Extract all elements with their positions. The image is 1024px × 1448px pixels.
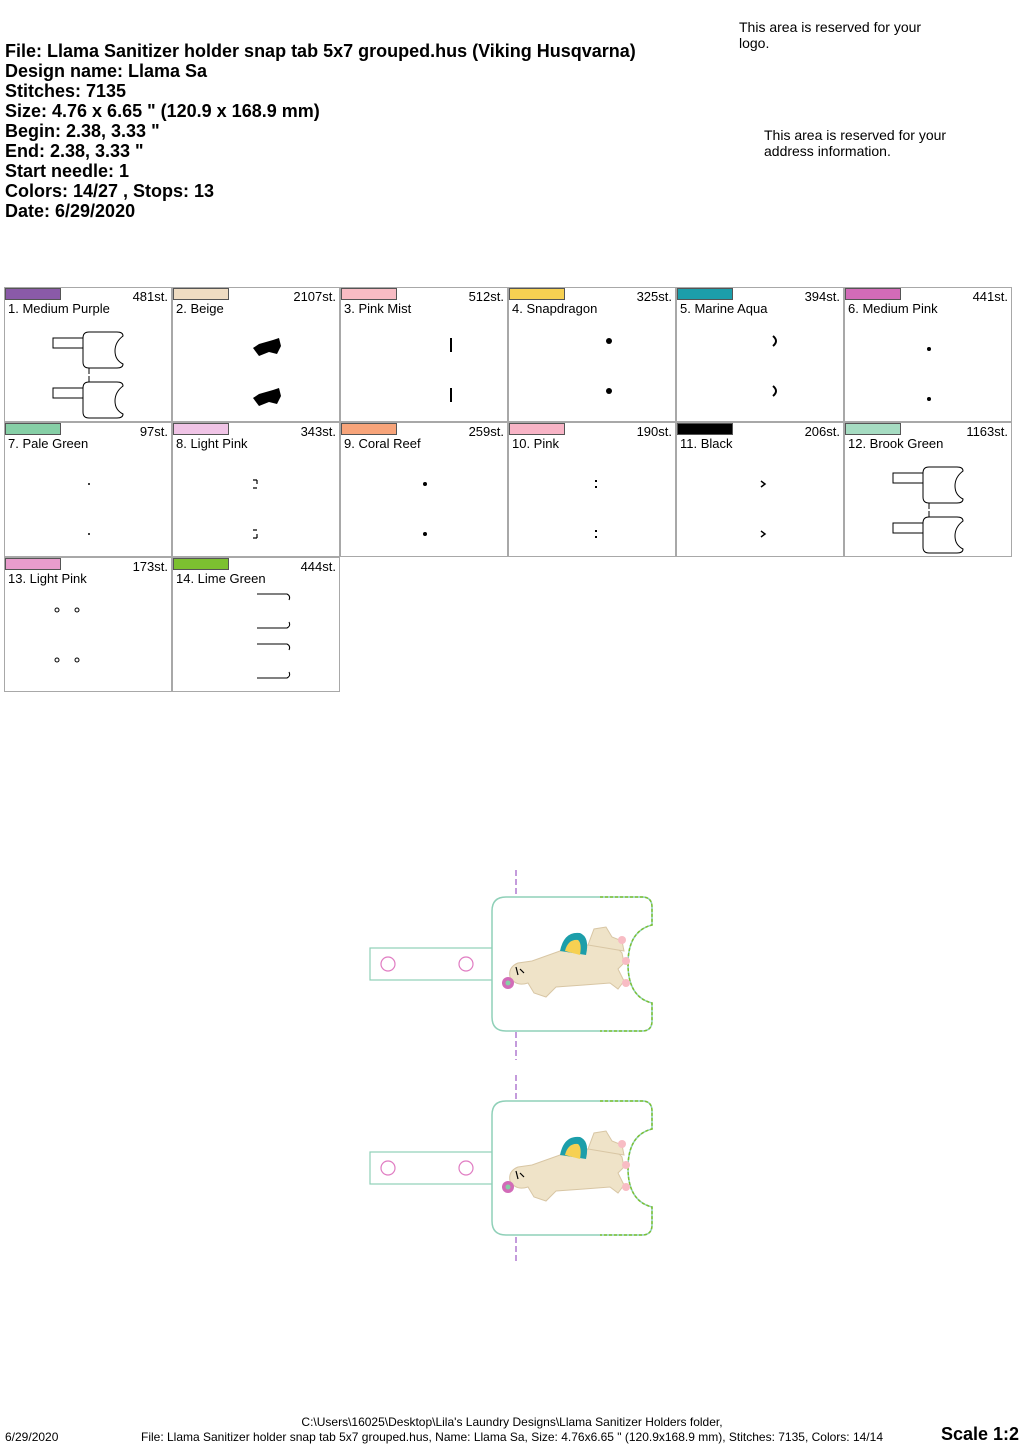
- stitch-count: 444st.: [300, 559, 336, 574]
- stitch-count: 441st.: [972, 289, 1008, 304]
- color-cell: 481st. 1. Medium Purple: [4, 287, 172, 422]
- color-swatch: [677, 423, 733, 435]
- color-thumbnail: [595, 480, 597, 538]
- llama-embroidery: [502, 926, 630, 998]
- color-thumbnail: [772, 335, 777, 397]
- color-swatch: [509, 288, 565, 300]
- color-swatch: [5, 288, 61, 300]
- color-swatch: [173, 288, 229, 300]
- color-cell: 259st. 9. Coral Reef: [340, 422, 508, 557]
- color-swatch: [845, 288, 901, 300]
- color-thumbnail: [253, 338, 281, 406]
- color-cell: 2107st. 2. Beige: [172, 287, 340, 422]
- color-thumbnail: [423, 482, 427, 536]
- color-cell: 394st. 5. Marine Aqua: [676, 287, 844, 422]
- color-stops: Colors: 14/27 , Stops: 13: [5, 181, 215, 201]
- stitch-count: 1163st.: [966, 424, 1008, 439]
- stitch-count: 325st.: [636, 289, 672, 304]
- color-swatch: [5, 558, 61, 570]
- stitch-count: 259st.: [468, 424, 504, 439]
- color-swatch: [5, 423, 61, 435]
- color-thumbnail: [253, 479, 258, 539]
- color-name: 2. Beige: [176, 301, 224, 316]
- file-line: File: Llama Sanitizer holder snap tab 5x…: [5, 41, 636, 61]
- color-swatch: [341, 423, 397, 435]
- stitch-count: 512st.: [468, 289, 504, 304]
- color-name: 8. Light Pink: [176, 436, 248, 451]
- color-thumbnail: [450, 338, 452, 402]
- color-name: 11. Black: [680, 436, 733, 451]
- stitch-count: 394st.: [804, 289, 840, 304]
- stitch-count: 173st.: [132, 559, 168, 574]
- stitch-count: 481st.: [132, 289, 168, 304]
- color-cell: 173st. 13. Light Pink: [4, 557, 172, 692]
- logo-placeholder: This area is reserved for your logo.: [739, 19, 922, 51]
- color-cell: 343st. 8. Light Pink: [172, 422, 340, 557]
- color-name: 6. Medium Pink: [848, 301, 938, 316]
- color-cell: 441st. 6. Medium Pink: [844, 287, 1012, 422]
- start-needle: Start needle: 1: [5, 161, 130, 181]
- llama-embroidery: [502, 1130, 630, 1202]
- color-thumbnail: [606, 338, 612, 394]
- color-thumbnail: [892, 466, 964, 554]
- color-swatch: [173, 423, 229, 435]
- color-name: 5. Marine Aqua: [680, 301, 768, 316]
- color-cell: 444st. 14. Lime Green: [172, 557, 340, 692]
- design-info: File: Llama Sanitizer holder snap tab 5x…: [5, 41, 636, 221]
- footer-file-info: File: Llama Sanitizer holder snap tab 5x…: [140, 1430, 883, 1444]
- color-thumbnail: [257, 593, 291, 679]
- color-swatch: [173, 558, 229, 570]
- design-size: Size: 4.76 x 6.65 " (120.9 x 168.9 mm): [5, 101, 320, 121]
- stitch-count: 2107st.: [293, 289, 336, 304]
- color-thumbnail: [54, 607, 80, 663]
- color-thumbnail: [927, 347, 931, 401]
- color-cell: 1163st. 12. Brook Green: [844, 422, 1012, 557]
- color-cell: 325st. 4. Snapdragon: [508, 287, 676, 422]
- color-name: 10. Pink: [512, 436, 559, 451]
- color-name: 13. Light Pink: [8, 571, 87, 586]
- color-name: 9. Coral Reef: [344, 436, 421, 451]
- design-date: Date: 6/29/2020: [5, 201, 136, 221]
- color-name: 1. Medium Purple: [8, 301, 110, 316]
- color-name: 7. Pale Green: [8, 436, 89, 451]
- footer-date: 6/29/2020: [5, 1430, 59, 1444]
- color-cell: 512st. 3. Pink Mist: [340, 287, 508, 422]
- design-preview: [369, 870, 653, 1263]
- color-cell: 97st. 7. Pale Green: [4, 422, 172, 557]
- color-thumbnail: [88, 483, 90, 535]
- stitch-count: 343st.: [300, 424, 336, 439]
- color-cell: 190st. 10. Pink: [508, 422, 676, 557]
- stitch-count: 190st.: [636, 424, 672, 439]
- color-thumbnail: [52, 331, 124, 419]
- holder-preview-top: [369, 870, 653, 1060]
- begin-point: Begin: 2.38, 3.33 ": [5, 121, 160, 141]
- stitch-count: Stitches: 7135: [5, 81, 127, 101]
- stitch-count: 97st.: [139, 424, 168, 439]
- color-name: 4. Snapdragon: [512, 301, 598, 316]
- footer-path: C:\Users\16025\Desktop\Lila's Laundry De…: [301, 1415, 723, 1429]
- design-name: Design name: Llama Sa: [5, 61, 208, 81]
- color-swatch: [509, 423, 565, 435]
- color-swatch: [677, 288, 733, 300]
- holder-preview-bottom: [369, 1075, 653, 1263]
- color-name: 3. Pink Mist: [344, 301, 412, 316]
- color-swatch: [341, 288, 397, 300]
- color-cell: 206st. 11. Black: [676, 422, 844, 557]
- color-thumbnail: [760, 480, 767, 538]
- stitch-count: 206st.: [804, 424, 840, 439]
- color-name: 12. Brook Green: [848, 436, 944, 451]
- address-placeholder: This area is reserved for your address i…: [764, 127, 947, 159]
- end-point: End: 2.38, 3.33 ": [5, 141, 144, 161]
- color-swatch: [845, 423, 901, 435]
- color-name: 14. Lime Green: [176, 571, 266, 586]
- scale-label: Scale 1:2: [940, 1424, 1019, 1444]
